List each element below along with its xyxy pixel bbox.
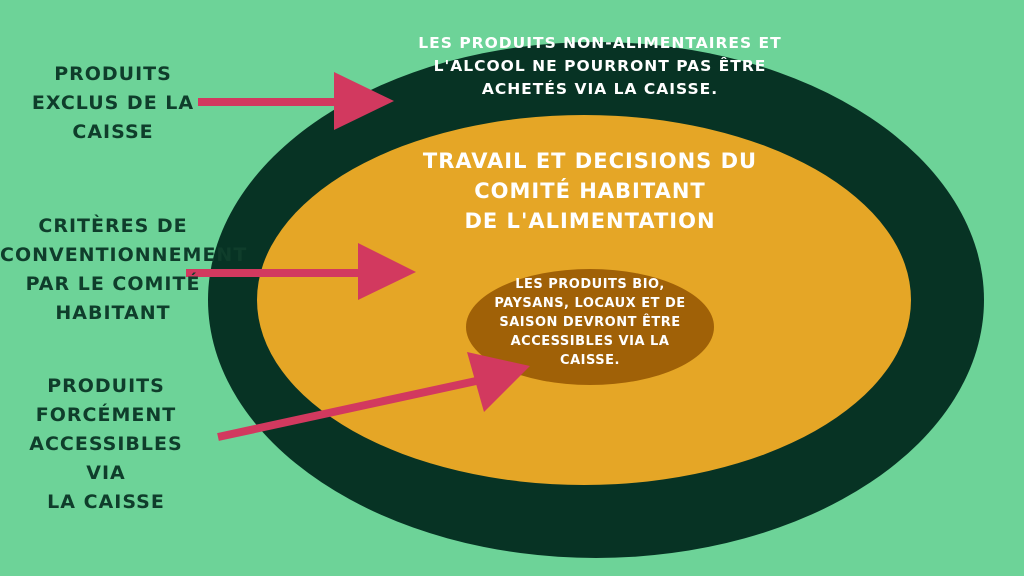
label-accessible-products: PRODUITS FORCÉMENT ACCESSIBLES VIA LA CA… [29, 375, 183, 513]
arrow-outer-head [334, 72, 394, 130]
arrow-inner-head [467, 352, 530, 412]
arrow-outer [198, 72, 394, 130]
arrow-inner [217, 352, 530, 441]
arrow-inner-shaft [217, 374, 491, 441]
inner-core [466, 269, 714, 385]
arrow-middle [186, 243, 416, 300]
arrow-middle-head [358, 243, 416, 300]
outer-ring-text: LES PRODUITS NON-ALIMENTAIRES ET L'ALCOO… [418, 34, 782, 98]
middle-ring-text: TRAVAIL ET DECISIONS DU COMITÉ HABITANT … [422, 149, 758, 233]
inner-core-text: LES PRODUITS BIO, PAYSANS, LOCAUX ET DE … [494, 277, 686, 368]
label-excluded-products: PRODUITS EXCLUS DE LA CAISSE [31, 63, 195, 143]
label-convention-criteria: CRITÈRES DE CONVENTIONNEMENT PAR LE COMI… [0, 215, 248, 324]
